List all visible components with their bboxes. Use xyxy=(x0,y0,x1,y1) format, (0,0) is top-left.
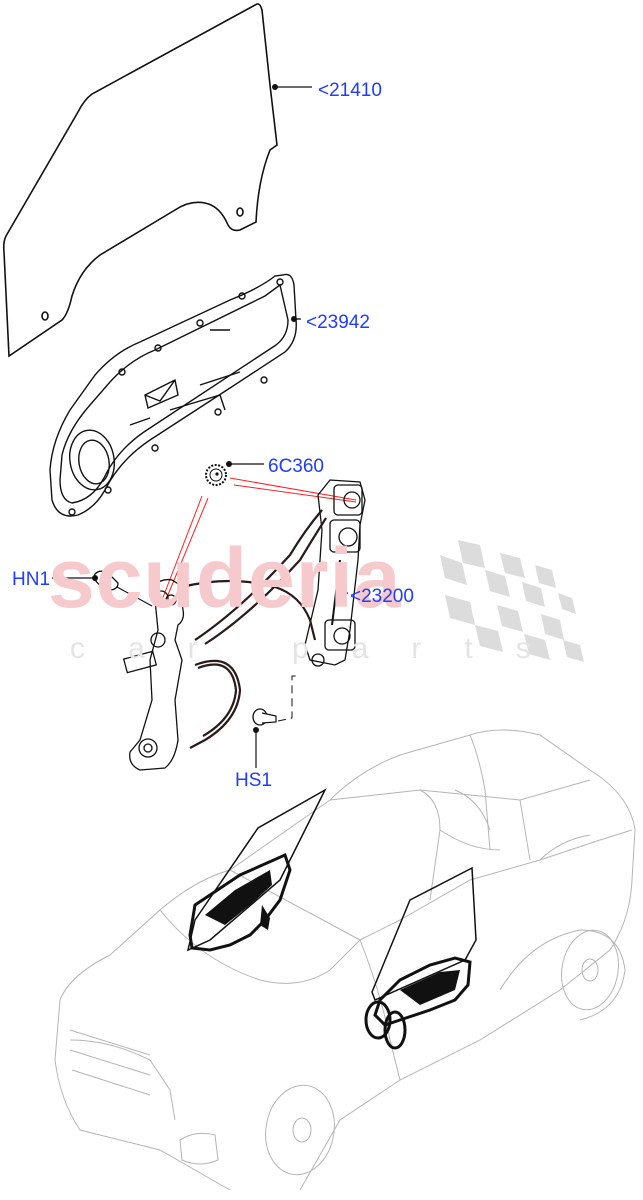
leader-23942 xyxy=(291,316,301,322)
checkered-flag-watermark xyxy=(440,540,584,662)
fixing-screw-drawing xyxy=(252,675,300,768)
drive-gear-drawing xyxy=(205,461,264,486)
callout-fixing-nut[interactable]: HN1 xyxy=(12,569,51,590)
callout-window-regulator[interactable]: <23200 xyxy=(350,586,414,607)
door-glass-drawing xyxy=(2,3,278,358)
gear-reference-lines xyxy=(161,477,357,603)
vehicle-front-door-glass xyxy=(186,788,477,1002)
callout-drive-gear[interactable]: 6C360 xyxy=(268,456,324,477)
window-regulator-drawing xyxy=(122,479,366,771)
leader-21410 xyxy=(272,84,312,90)
leader-23200 xyxy=(338,590,348,596)
vehicle-front-regulator-silhouette xyxy=(188,852,292,952)
fixing-nut-drawing xyxy=(52,570,153,607)
callout-door-glass[interactable]: <21410 xyxy=(318,80,382,101)
regulator-cables xyxy=(181,509,327,749)
callout-fixing-screw[interactable]: HS1 xyxy=(235,770,272,791)
vehicle-locator-outline xyxy=(54,729,636,1191)
vehicle-rear-regulator-silhouette xyxy=(364,956,472,1050)
callout-door-module[interactable]: <23942 xyxy=(306,312,370,333)
door-module-drawing xyxy=(49,273,297,517)
